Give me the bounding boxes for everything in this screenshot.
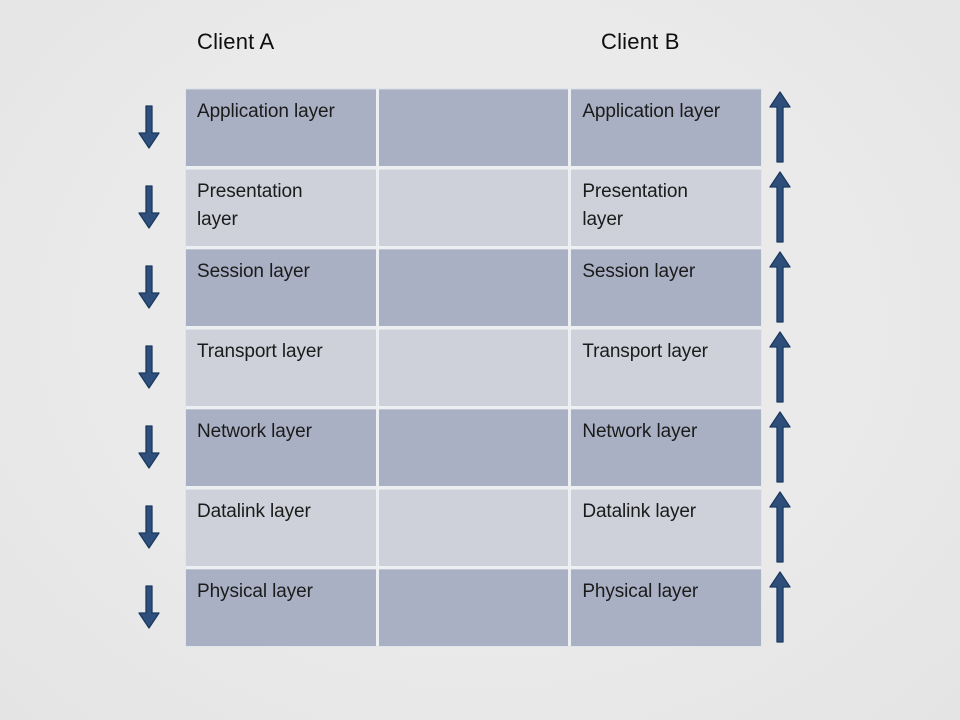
- client-b-layer-cell: Datalink layer: [571, 489, 761, 566]
- up-arrow-icon: [767, 491, 793, 563]
- spacer-cell: [378, 249, 569, 326]
- client-b-layer-cell: Network layer: [571, 409, 761, 486]
- layer-label: Application layer: [197, 101, 335, 122]
- up-arrow-icon: [767, 331, 793, 403]
- client-a-layer-cell: Physical layer: [186, 569, 376, 646]
- client-b-layer-cell: Transport layer: [571, 329, 761, 406]
- spacer-cell: [378, 409, 569, 486]
- layer-label: Presentation layer: [197, 181, 303, 230]
- up-arrow-icon: [767, 91, 793, 163]
- client-b-layer-cell: Presentation layer: [571, 169, 761, 246]
- down-arrow-icon: [137, 585, 161, 629]
- client-a-layer-cell: Network layer: [186, 409, 376, 486]
- layer-label: Session layer: [197, 261, 310, 282]
- client-b-layer-cell: Physical layer: [571, 569, 761, 646]
- up-arrow-icon: [767, 411, 793, 483]
- client-b-title: Client B: [601, 29, 680, 54]
- layer-label: Session layer: [582, 261, 696, 282]
- down-arrow-icon: [137, 425, 161, 469]
- client-b-layer-cell: Session layer: [571, 249, 761, 326]
- client-a-title: Client A: [197, 29, 275, 54]
- layer-label: Presentation layer: [582, 181, 688, 230]
- layer-label: Application layer: [582, 101, 721, 122]
- spacer-cell: [378, 329, 569, 406]
- layer-label: Datalink layer: [582, 501, 697, 522]
- client-a-layer-cell: Presentation layer: [186, 169, 376, 246]
- spacer-cell: [378, 169, 569, 246]
- layer-label: Datalink layer: [197, 501, 311, 522]
- spacer-cell: [378, 89, 569, 166]
- layer-label: Network layer: [197, 421, 312, 442]
- up-arrow-icon: [767, 571, 793, 643]
- layer-label: Physical layer: [197, 581, 313, 602]
- down-arrow-icon: [137, 185, 161, 229]
- layer-label: Physical layer: [582, 581, 699, 602]
- up-arrow-icon: [767, 171, 793, 243]
- layer-label: Transport layer: [582, 341, 708, 362]
- down-arrow-icon: [137, 345, 161, 389]
- client-b-layer-cell: Application layer: [571, 89, 761, 166]
- down-arrow-icon: [137, 505, 161, 549]
- down-arrow-icon: [137, 105, 161, 149]
- up-arrow-icon: [767, 251, 793, 323]
- client-a-layer-cell: Session layer: [186, 249, 376, 326]
- client-a-layer-cell: Datalink layer: [186, 489, 376, 566]
- layer-label: Transport layer: [197, 341, 323, 362]
- spacer-cell: [378, 489, 569, 566]
- spacer-cell: [378, 569, 569, 646]
- client-a-layer-cell: Transport layer: [186, 329, 376, 406]
- client-a-layer-cell: Application layer: [186, 89, 376, 166]
- layer-label: Network layer: [582, 421, 698, 442]
- down-arrow-icon: [137, 265, 161, 309]
- osi-layers-table: Application layer Application layer Pres…: [185, 88, 762, 647]
